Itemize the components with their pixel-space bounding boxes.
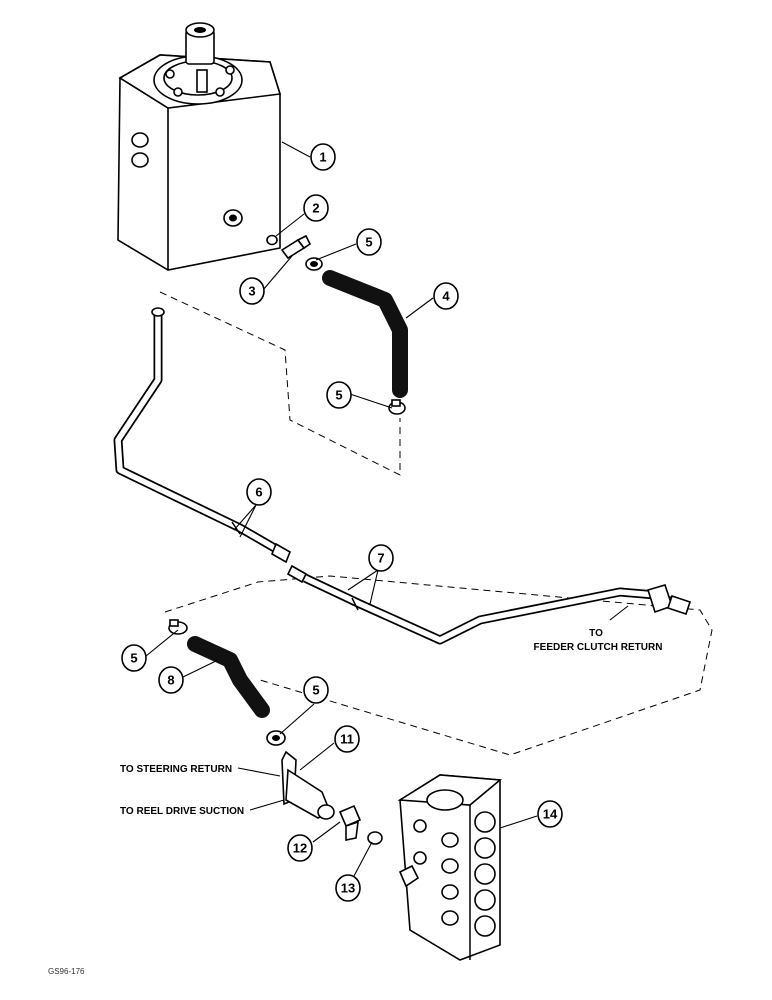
fitting-12 — [338, 804, 362, 841]
callout-5-left-label: 5 — [130, 651, 137, 666]
callout-3: 3 — [239, 277, 265, 305]
callout-5-left: 5 — [121, 644, 147, 672]
figure-id: GS96-176 — [48, 967, 85, 976]
control-valve-14 — [397, 774, 503, 961]
o-ring-13 — [367, 831, 383, 845]
hose-clamp-5-lower — [388, 399, 406, 415]
leader-lines — [145, 141, 629, 877]
hose-clamp-5-top — [305, 257, 323, 271]
callout-8-label: 8 — [167, 673, 174, 688]
callout-5-right: 5 — [303, 676, 329, 704]
hose-8 — [187, 636, 270, 718]
tube-6 — [113, 307, 292, 564]
note-reel-drive-suction: TO REEL DRIVE SUCTION — [120, 806, 244, 817]
hose-4 — [322, 270, 408, 398]
callout-8: 8 — [158, 666, 184, 694]
callout-2-label: 2 — [312, 201, 319, 216]
callout-5-mid: 5 — [326, 381, 352, 409]
callout-1-label: 1 — [319, 150, 326, 165]
callout-13-label: 13 — [341, 881, 355, 896]
hose-clamp-5-right — [266, 730, 286, 746]
tube-7 — [286, 564, 692, 645]
callout-7-label: 7 — [377, 551, 384, 566]
callout-5-right-label: 5 — [312, 683, 319, 698]
reservoir-tank — [117, 22, 282, 271]
dashed-link-upper — [159, 291, 401, 476]
callout-11-label: 11 — [340, 732, 354, 747]
callout-14-label: 14 — [543, 807, 558, 822]
callout-2: 2 — [303, 194, 329, 222]
callout-11: 11 — [334, 725, 360, 753]
callout-12: 12 — [287, 834, 313, 862]
callout-4: 4 — [433, 282, 459, 310]
dashed-link-lower — [164, 575, 713, 756]
note-feeder-clutch-return: FEEDER CLUTCH RETURN — [534, 642, 663, 653]
tee-fitting-11 — [281, 750, 335, 820]
o-ring-2 — [266, 234, 278, 246]
callout-6: 6 — [246, 478, 272, 506]
callout-14: 14 — [537, 800, 563, 828]
callout-12-label: 12 — [293, 841, 307, 856]
callout-7: 7 — [368, 544, 394, 572]
note-feeder-to: TO — [589, 628, 603, 639]
callout-6-label: 6 — [255, 485, 262, 500]
callout-5-top: 5 — [356, 228, 382, 256]
fitting-3 — [280, 234, 312, 260]
callout-4-label: 4 — [442, 289, 450, 304]
note-steering-return: TO STEERING RETURN — [120, 764, 232, 775]
hose-clamp-5-left — [168, 619, 188, 635]
callout-5-mid-label: 5 — [335, 388, 342, 403]
callout-3-label: 3 — [248, 284, 255, 299]
callout-5-top-label: 5 — [365, 235, 372, 250]
callout-1: 1 — [310, 143, 336, 171]
callout-13: 13 — [335, 874, 361, 902]
